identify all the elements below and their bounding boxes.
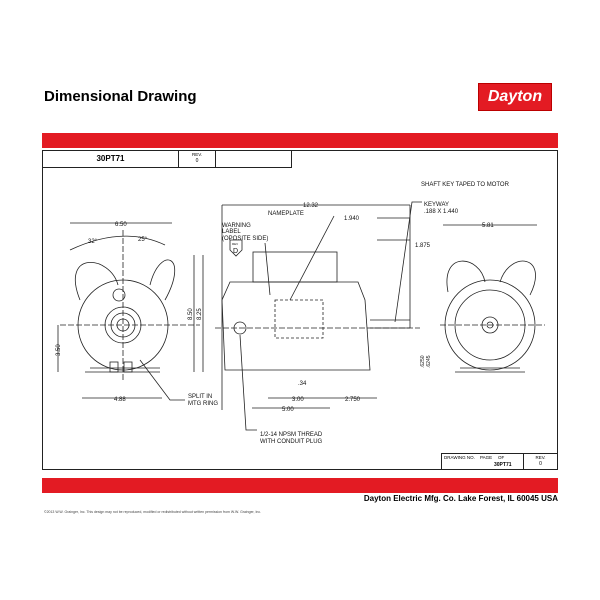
conduit-leader [239, 334, 257, 431]
left-foot-lobe [74, 262, 119, 301]
shaft-dia-1: .6250 [420, 355, 426, 368]
rev-label: REV. [191, 152, 203, 157]
dim-8-25: 8.25 [197, 308, 203, 320]
split-label-1: SPLIT IN [188, 394, 212, 400]
page-label: PAGE [480, 455, 493, 460]
nameplate-outline [274, 299, 324, 339]
dim-3-50: 3.50 [56, 344, 62, 356]
of-label: OF [498, 455, 505, 460]
page-title: Dimensional Drawing [44, 88, 197, 105]
company-address: Dayton Electric Mfg. Co. Lake Forest, IL… [363, 494, 558, 503]
dayton-logo: Dayton [478, 83, 552, 111]
endbell-circle [77, 279, 169, 371]
motor-body [221, 281, 371, 371]
side-view [215, 201, 422, 431]
model-number: 30PT71 [96, 154, 125, 163]
rev-badge-label: REV [232, 242, 238, 246]
logo-text: Dayton [487, 88, 543, 105]
bottom-red-bar [42, 478, 558, 493]
keyway-leader [394, 201, 422, 323]
keyway-label: KEYWAY [424, 202, 449, 208]
split-label-2: MTG RING [188, 401, 218, 407]
dim-25-deg: 25° [138, 237, 148, 243]
rev-badge [229, 239, 243, 257]
drawing-frame: 30PT71 REV.0 DRAWING NO. PAGE OF 30PT71 … [42, 150, 558, 470]
end-view-right [440, 224, 545, 373]
warning-label-3: (OPOSITE SIDE) [222, 236, 268, 242]
warning-label-2: LABEL [222, 229, 241, 235]
dim-4-88: 4.88 [114, 397, 126, 403]
dim-2-750: 2.750 [345, 397, 361, 403]
shaft-dia-2: .6245 [426, 355, 432, 368]
conduit-box [252, 251, 338, 283]
dim-034: .34 [298, 381, 307, 387]
thread-label-1: 1/2-14 NPSM THREAD [260, 432, 323, 438]
right-foot-lobe [149, 259, 176, 301]
drawing-rev-cell: REV.0 [523, 453, 558, 470]
shaft-key-label: SHAFT KEY TAPED TO MOTOR [421, 182, 510, 188]
copyright-notice: ©2013 W.W. Grainger, Inc. This design ma… [44, 510, 262, 514]
drawing-no: 30PT71 [494, 462, 512, 468]
dim-32-deg: 32° [88, 239, 98, 245]
rev-cell: REV.0 [178, 150, 216, 168]
dim-1-940: 1.940 [344, 216, 360, 222]
nameplate-label: NAMEPLATE [268, 211, 304, 217]
top-red-bar [42, 133, 558, 148]
drawing-rev-value: 0 [539, 461, 542, 467]
blank-cell [215, 150, 292, 168]
dim-5-00: 5.00 [282, 407, 294, 413]
thread-label-2: WITH CONDUIT PLUG [260, 439, 323, 445]
end-view-left [57, 222, 204, 401]
dim-1-875: 1.875 [415, 243, 431, 249]
warning-label-1: WARNING [222, 223, 251, 229]
nameplate-leader [289, 215, 335, 301]
rev-badge-value: D [233, 248, 238, 255]
dim-6-50: 6.50 [115, 222, 127, 228]
rev-value: 0 [195, 158, 199, 164]
dim-8-50: 8.50 [188, 308, 194, 320]
keyway-size: .188 X 1.440 [424, 209, 459, 215]
dim-5-81: 5.81 [482, 223, 494, 229]
drawing-no-label: DRAWING NO. [444, 455, 475, 460]
dim-12-32: 12.32 [303, 203, 319, 209]
drawing-rev-label: REV. [535, 455, 546, 460]
dim-3-00: 3.00 [292, 397, 304, 403]
